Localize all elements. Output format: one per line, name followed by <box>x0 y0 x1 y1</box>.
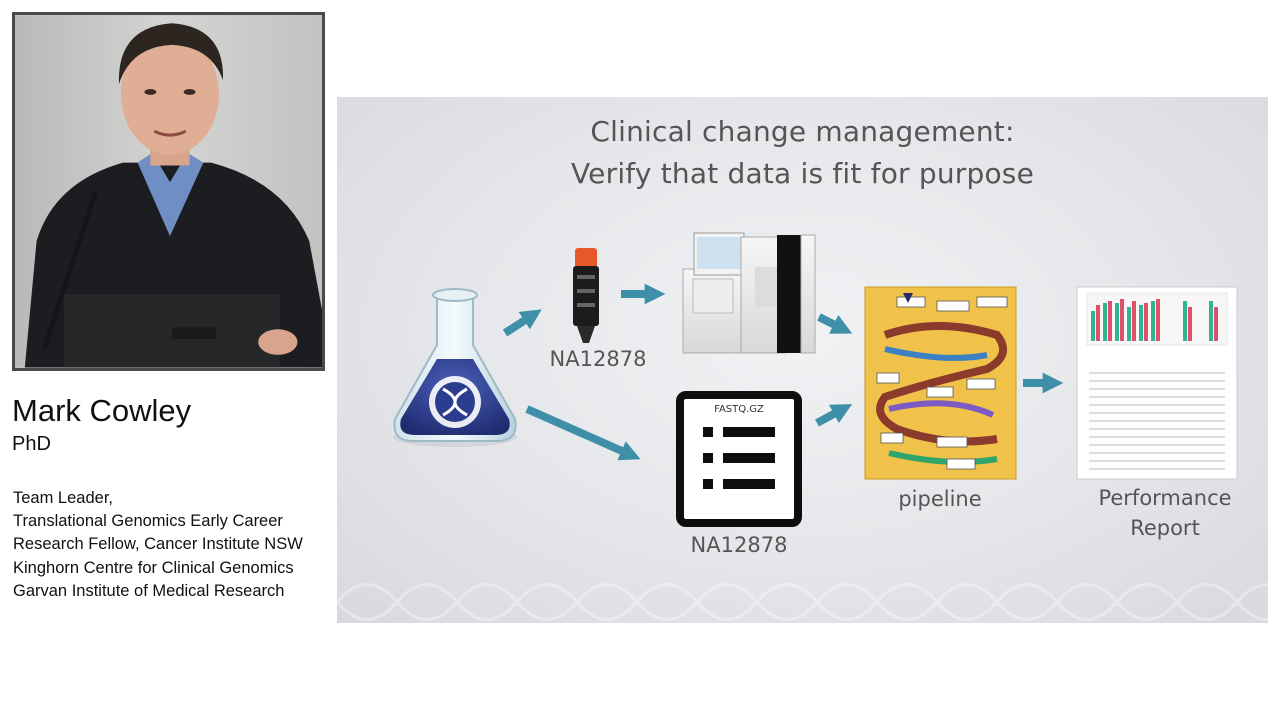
flow-arrows <box>502 283 1064 461</box>
sequencer-icon <box>682 232 816 354</box>
sample-tube-icon <box>573 248 599 343</box>
presentation-slide: Clinical change management: Verify that … <box>337 97 1268 623</box>
arrow-flask-to-tube <box>502 309 542 337</box>
pipeline-flowchart-icon <box>864 286 1017 480</box>
slide-title-line-1: Clinical change management: <box>590 115 1015 148</box>
fastq-document-icon <box>676 391 802 527</box>
fastq-file-label: FASTQ.GZ <box>714 404 764 415</box>
speaker-title-line: Research Fellow, Cancer Institute NSW <box>13 535 303 554</box>
sample-label: NA12878 <box>549 347 647 371</box>
speaker-name: Mark Cowley <box>12 393 192 428</box>
performance-report-label-line-2: Report <box>1130 516 1200 540</box>
speaker-video-frame <box>15 15 322 368</box>
speaker-titles: Team Leader, Translational Genomics Earl… <box>13 487 335 603</box>
speaker-title-line: Translational Genomics Early Career <box>13 512 283 531</box>
arrow-sequencer-to-pipeline <box>817 313 853 334</box>
speaker-title-line: Team Leader, <box>13 489 113 507</box>
arrow-flask-to-fastq <box>525 405 641 461</box>
workflow-diagram: FASTQ.GZ <box>337 232 1268 621</box>
dna-helix-watermark <box>337 583 1268 621</box>
flask-icon <box>393 288 517 447</box>
slide-title-line-2: Verify that data is fit for purpose <box>571 157 1034 190</box>
performance-report-label: Performance Report <box>1095 483 1235 543</box>
speaker-degree: PhD <box>12 433 51 455</box>
report-bars <box>1091 299 1218 341</box>
speaker-video <box>12 12 325 371</box>
performance-report-label-line-1: Performance <box>1098 486 1232 510</box>
pipeline-label: pipeline <box>898 487 982 511</box>
fastq-label: NA12878 <box>690 533 788 557</box>
performance-report-icon <box>1076 286 1238 480</box>
speaker-title-line: Garvan Institute of Medical Research <box>13 581 285 600</box>
speaker-title-line: Kinghorn Centre for Clinical Genomics <box>13 558 294 577</box>
arrow-fastq-to-pipeline <box>815 404 853 427</box>
